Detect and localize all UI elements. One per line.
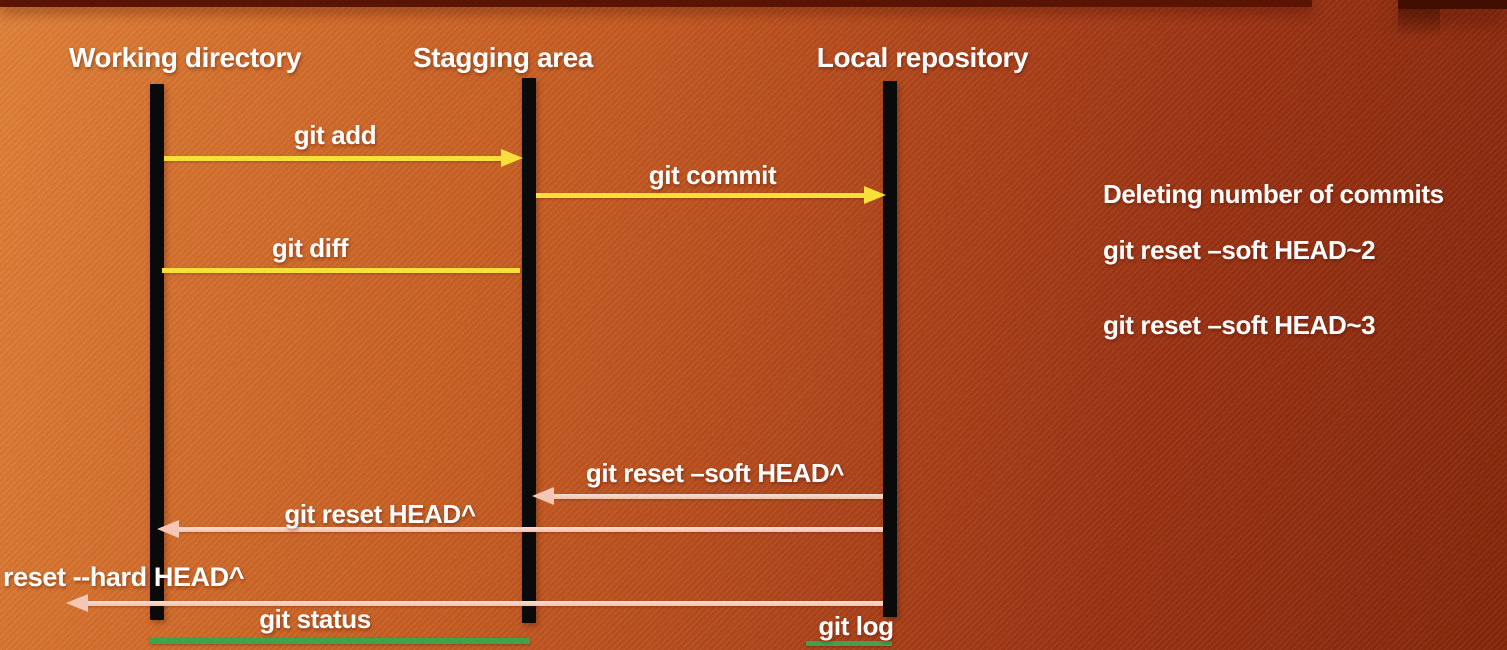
arrowhead-left-icon (157, 520, 179, 538)
arrow-line-git-reset-soft-head (552, 494, 883, 499)
arrow-label-reset-hard-head: reset --hard HEAD^ (3, 562, 245, 592)
notes-command-soft-head-3: git reset –soft HEAD~3 (1103, 310, 1376, 340)
footnote-git-log: git log (818, 611, 894, 641)
top-accent-tab-shadow (1398, 9, 1440, 37)
arrow-line-git-add (164, 156, 504, 161)
top-accent-bar (0, 0, 1312, 7)
column-header-local-repository: Local repository (816, 42, 1029, 73)
arrow-line-git-reset-head (177, 527, 883, 532)
arrow-line-git-diff (162, 268, 520, 273)
lifeline-staging-area (522, 78, 536, 623)
arrow-line-git-commit (536, 193, 866, 198)
arrow-label-git-reset-soft-head: git reset –soft HEAD^ (585, 458, 845, 488)
git-log-underline (806, 641, 892, 646)
arrow-label-git-reset-head: git reset HEAD^ (284, 499, 476, 529)
arrowhead-right-icon (864, 186, 886, 204)
footnote-git-status: git status (259, 604, 371, 634)
top-accent-tab (1398, 0, 1507, 9)
notes-command-soft-head-2: git reset –soft HEAD~2 (1103, 235, 1376, 265)
arrow-label-git-diff: git diff (271, 233, 349, 263)
arrow-label-git-add: git add (293, 120, 377, 150)
column-header-staging-area: Stagging area (413, 42, 593, 73)
arrowhead-left-icon (532, 487, 554, 505)
lifeline-local-repository (883, 81, 897, 617)
arrow-line-reset-hard-head (86, 601, 883, 606)
arrow-label-git-commit: git commit (648, 160, 777, 190)
column-header-working-directory: Working directory (68, 42, 302, 73)
arrowhead-right-icon (501, 149, 523, 167)
lifeline-working-directory (150, 84, 164, 620)
arrowhead-left-icon (66, 594, 88, 612)
git-status-underline (150, 638, 530, 644)
notes-title: Deleting number of commits (1103, 179, 1444, 209)
